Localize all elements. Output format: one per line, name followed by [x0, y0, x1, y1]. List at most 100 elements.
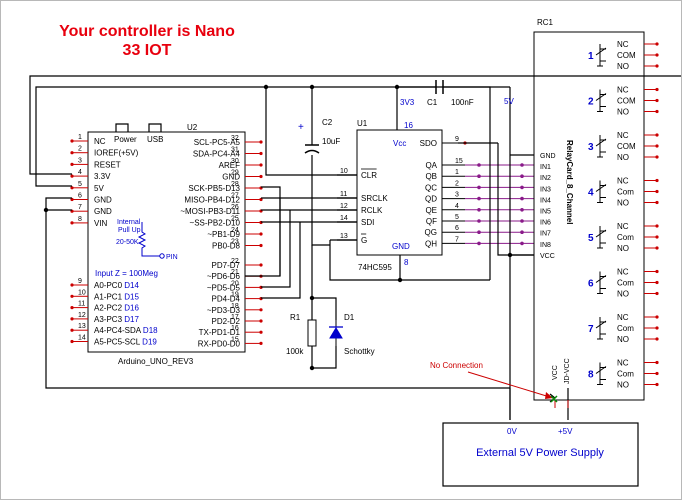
arduino-pin-1-number: 1: [78, 134, 82, 141]
arduino-pin-20-number: 20: [231, 280, 239, 287]
gnd-label: GND: [392, 242, 410, 251]
arduino-pin-16-label: TX-PD1-D1: [199, 328, 241, 337]
sr-pin-4-label: QE: [425, 206, 437, 215]
sr-pin-15-label: QA: [425, 161, 437, 170]
relay-terminal-nc: NC: [617, 40, 629, 49]
arduino-ref: U2: [187, 123, 198, 132]
arduino-pin-10-number: 10: [78, 289, 86, 296]
arduino-pin-6-number: 6: [78, 193, 82, 200]
c1-value: 100nF: [451, 98, 474, 107]
arduino-pin-18-label: ~PD3-D3: [207, 306, 241, 315]
no-connection-arrow: [467, 371, 554, 399]
relay-input-in2: IN2: [540, 175, 551, 182]
title-line2: 33 IOT: [123, 42, 172, 59]
no-connection-label: No Connection: [430, 361, 483, 370]
sr-pin-3-number: 3: [455, 192, 459, 199]
arduino-pin-27-number: 27: [231, 193, 239, 200]
sr-pin-9-number: 9: [455, 136, 459, 143]
arduino-pin-17-end: [259, 319, 263, 323]
arduino-pin-23-label: PB0-D8: [212, 242, 241, 251]
arduino-pin-31-label: SDA-PC4-A4: [193, 150, 241, 159]
sr-pin-6-label: QG: [425, 228, 437, 237]
relay-input-in3: IN3: [540, 186, 551, 193]
relay-terminal-no: NO: [617, 153, 629, 162]
sr-pin-13-label: G: [361, 236, 367, 245]
relay-terminal-com: Com: [617, 233, 634, 242]
arduino-pin-7-label: GND: [94, 207, 112, 216]
rail-3v3-label: 3V3: [400, 98, 415, 107]
arduino-pin-2-number: 2: [78, 146, 82, 153]
arduino-pin-4-end: [70, 174, 74, 178]
sr-pin-9-label: SDO: [420, 139, 437, 148]
relay-channel-number: 3: [588, 142, 594, 153]
arduino-pin-17-label: PD2-D2: [212, 317, 241, 326]
arduino-pin-19-number: 19: [231, 292, 239, 299]
relay-input-in1: IN1: [540, 164, 551, 171]
relay-channel-number: 5: [588, 233, 594, 244]
arduino-pin-2-label: IOREF(+5V): [94, 149, 139, 158]
sr-pin-6-number: 6: [455, 225, 459, 232]
arduino-pin-6-label: GND: [94, 196, 112, 205]
arduino-pin-22-number: 22: [231, 258, 239, 265]
sr-pin-11-number: 11: [340, 191, 347, 198]
relay-switch-symbol: [595, 180, 607, 203]
arduino-pin-22-end: [259, 263, 263, 267]
vcc-label: Vcc: [393, 139, 406, 148]
relay-terminal-no: NO: [617, 335, 629, 344]
relay-terminal-com: COM: [617, 97, 636, 106]
relay-terminal-no: NO: [617, 108, 629, 117]
external-power-supply: External 5V Power Supply 0V +5V: [442, 422, 639, 487]
sr-pin-7-label: QH: [425, 239, 437, 248]
arduino-pin-8-label: VIN: [94, 219, 108, 228]
arduino-pin-28-label: SCK-PB5-D13: [188, 184, 240, 193]
sr-pin-2-number: 2: [455, 180, 459, 187]
arduino-pin-13-end: [70, 328, 74, 332]
relay-input-in7: IN7: [540, 231, 551, 238]
arduino-pin-18-end: [259, 308, 263, 312]
psu-0v-label: 0V: [507, 427, 517, 436]
arduino-pin-22-label: PD7-D7: [212, 261, 241, 270]
arduino-pin-9-end: [70, 283, 74, 287]
arduino-pin-19-label: PD4-D4: [212, 295, 241, 304]
arduino-pin-21-number: 21: [231, 269, 239, 276]
resistor-r1: R1 100k: [286, 313, 317, 356]
arduino-name: Arduino_UNO_REV3: [118, 357, 194, 366]
relay-terminal-no: NO: [617, 62, 629, 71]
relay-input-in5: IN5: [540, 209, 551, 216]
sr-pin-11-label: SRCLK: [361, 194, 388, 203]
arduino-pin-7-number: 7: [78, 204, 82, 211]
arduino-pin-14-label: A5-PC5-SCL D19: [94, 338, 157, 347]
relay-card: RC1 RelayCard_8_Channel GNDIN1IN2IN3IN4I…: [533, 18, 659, 408]
arduino-pin-1-label: NC: [94, 137, 106, 146]
capacitor-c1: C1 100nF: [427, 80, 474, 107]
arduino-pin-3-number: 3: [78, 157, 82, 164]
arduino-pin-23-number: 23: [231, 239, 239, 246]
arduino-pin-11-label: A2-PC2 D16: [94, 304, 139, 313]
psu-5v-label: +5V: [558, 427, 573, 436]
arduino-pin-25-number: 25: [231, 216, 239, 223]
arduino-pin-2-end: [70, 151, 74, 155]
sr-pin-10-label: CLR: [361, 171, 377, 180]
arduino-body: [87, 131, 246, 353]
arduino-pin-31-number: 31: [231, 147, 239, 154]
sr-pin-15-number: 15: [455, 158, 463, 165]
arduino-pin-4-number: 4: [78, 169, 82, 176]
arduino-pin-11-end: [70, 306, 74, 310]
arduino-pin-32-number: 32: [231, 135, 239, 142]
arduino-pin-9-label: A0-PC0 D14: [94, 281, 139, 290]
relay-terminal-no: NO: [617, 381, 629, 390]
arduino-pin-9-number: 9: [78, 278, 82, 285]
relay-terminal-com: Com: [617, 370, 634, 379]
arduino-pin-27-label: MISO-PB4-D12: [184, 196, 240, 205]
relay-terminal-no: NO: [617, 290, 629, 299]
d1-ref: D1: [344, 313, 355, 322]
r1-ref: R1: [290, 313, 301, 322]
